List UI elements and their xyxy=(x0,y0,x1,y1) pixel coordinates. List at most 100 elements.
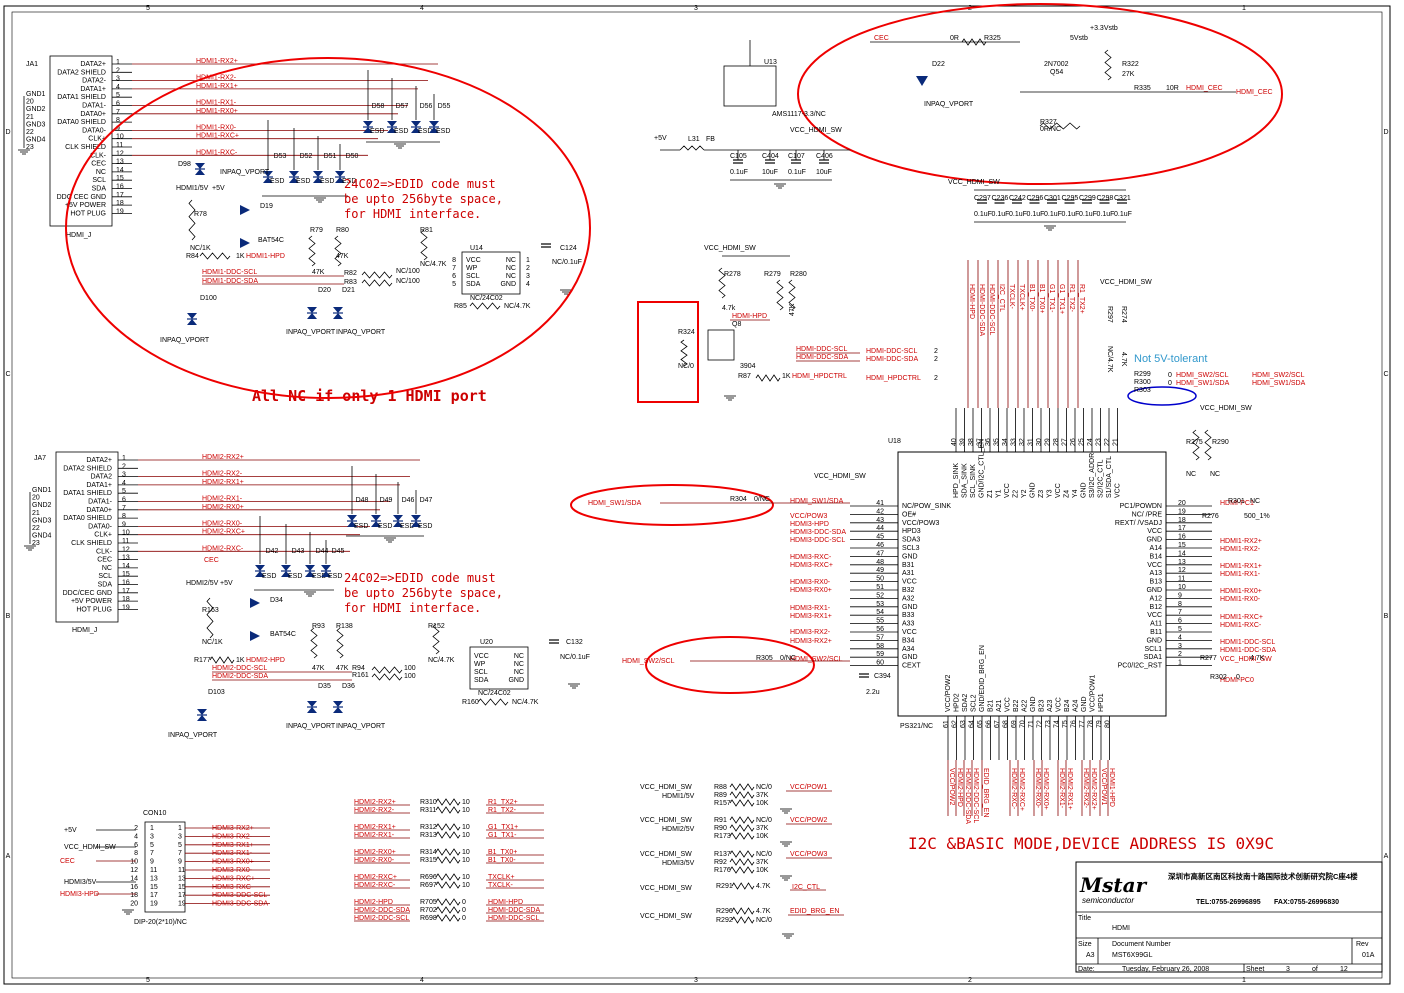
esd-ref: D47 xyxy=(420,497,433,504)
sheet-label: Sheet xyxy=(1246,966,1264,973)
hpdctrl-port: HDMI_HPDCTRL xyxy=(866,375,921,382)
r277-value: 4.7K xyxy=(1250,655,1265,662)
rtable-ref: R310 xyxy=(420,799,437,806)
c394-ref: C394 xyxy=(874,673,891,680)
u18-pin-label: A14 xyxy=(1150,545,1163,552)
u18-pin-label: GND xyxy=(1146,537,1162,544)
r78-value: NC/1K xyxy=(190,245,211,252)
d21-ref: D21 xyxy=(342,287,355,294)
connector-pin-label: DATA2- xyxy=(82,78,107,85)
connector-gnd-label: GND2 xyxy=(32,502,52,509)
powsel-ref: R92 xyxy=(714,859,727,866)
connector-pin-label: CLK SHIELD xyxy=(71,540,112,547)
u18-pin-label: VCC xyxy=(1147,562,1162,569)
r177-value: 1K xyxy=(236,657,245,664)
esd-ref: D56 xyxy=(420,103,433,110)
d100-ref: D100 xyxy=(200,295,217,302)
esd-diode-icon xyxy=(263,177,273,183)
diode-icon xyxy=(250,598,260,608)
esd-ref: D44 xyxy=(316,548,329,555)
u18-top-net: B1_TX0+ xyxy=(1038,284,1045,313)
connector-pin-number: 17 xyxy=(116,192,124,199)
vcc-hdmi-sw-label: VCC_HDMI_SW xyxy=(640,885,692,892)
esd-ref: D43 xyxy=(292,548,305,555)
rtable-in: HDMI2-RXC- xyxy=(354,882,396,889)
r290-value: NC xyxy=(1210,471,1220,478)
u18-pin-number: 28 xyxy=(1053,438,1060,446)
con10-pin-number: 1 xyxy=(150,825,154,832)
connector-gnd-label: 20 xyxy=(26,99,34,106)
u18-pin-number: 25 xyxy=(1079,438,1086,446)
docnum-label: Document Number xyxy=(1112,941,1171,948)
con10-pin-number: 12 xyxy=(130,867,138,874)
connector-pin-label: NC xyxy=(102,565,112,572)
sw1sda-port: HDMI_SW1/SDA xyxy=(588,500,642,507)
esd-diode-icon xyxy=(411,127,421,133)
u18-pin-label: GND/I2C_CTL_EN xyxy=(979,439,986,498)
esd-diode-icon xyxy=(289,177,299,183)
connector-pin-label: DATA2+ xyxy=(80,61,106,68)
r81-value: NC/4.7K xyxy=(420,261,447,268)
r301-ref: R301 xyxy=(1228,498,1245,505)
u18-left-net: HDMI_SW2/SCL xyxy=(790,656,843,663)
esd-label: ESD xyxy=(288,573,302,580)
u18-pin-number: 33 xyxy=(1011,438,1018,446)
port1-highlight-ellipse xyxy=(65,57,591,399)
hdmi-ddc-scl-port: HDMI-DDC-SCL xyxy=(866,348,917,355)
net-label: HDMI2-RXC+ xyxy=(202,529,245,536)
u18-pin-label: NC/ /PRE xyxy=(1132,511,1163,518)
esd-diode-icon xyxy=(197,715,207,721)
u18-pin-label: Y2 xyxy=(1021,489,1028,498)
hdmi-hpd-net: HDMI-HPD xyxy=(732,313,767,320)
u18-pin-label: S3/I2C_ADDR xyxy=(1089,453,1096,498)
u18-pin-label: GND xyxy=(902,553,918,560)
powsel-in2: HDMI3/5V xyxy=(662,860,695,867)
r299-ref: R299 xyxy=(1134,371,1151,378)
u18-top-net: G1_TX1+ xyxy=(1058,284,1065,314)
frame-col-bottom: 4 xyxy=(420,977,424,984)
con10-pin-number: 13 xyxy=(178,875,186,882)
con10-pin-number: 5 xyxy=(178,842,182,849)
title-block: Mstar semiconductor 深圳市高新区南区科技南十路国际技术创新研… xyxy=(1075,861,1383,973)
u18-pin-label: B12 xyxy=(1150,604,1163,611)
u18-left-net: HDMI3-RX2- xyxy=(790,629,831,636)
u18-top-net: I2C_CTL xyxy=(998,284,1005,312)
u18-bottom-net: HDMI2-DDC-SDA xyxy=(964,768,971,824)
u18-pin-label: SCL2 xyxy=(971,694,978,712)
r305-ref: R305 xyxy=(756,655,773,662)
connector-pin-number: 16 xyxy=(122,580,130,587)
rev-value: 01A xyxy=(1362,952,1375,959)
connector-pin-number: 5 xyxy=(122,488,126,495)
edid-note-2: 24C02=>EDID code must be upto 256byte sp… xyxy=(344,571,503,615)
u18-pin-number: 26 xyxy=(1070,438,1077,446)
u18-pin-number: 53 xyxy=(876,601,884,608)
connector-pin-label: CLK SHIELD xyxy=(65,144,106,151)
r274-ref: R274 xyxy=(1120,306,1127,323)
u18-pin-label: SCL_SINK xyxy=(970,464,977,498)
connector-gnd-label: 21 xyxy=(26,114,34,121)
q8-value: 3904 xyxy=(740,363,756,370)
u18-pin-label: Z2 xyxy=(1013,490,1020,498)
u18-pin-number: 31 xyxy=(1028,438,1035,446)
net-label: HDMI2-RX0+ xyxy=(202,504,244,511)
u18-pin-label: GND xyxy=(902,604,918,611)
esd-diode-icon xyxy=(313,171,323,177)
u18-pin-number: 16 xyxy=(1178,534,1186,541)
hdmi2-hpd-net: HDMI2-HPD xyxy=(246,657,285,664)
d22-ref: D22 xyxy=(932,61,945,68)
esd-diode-icon xyxy=(307,313,317,319)
resistor-symbol xyxy=(729,824,755,832)
cec-net: CEC xyxy=(204,557,219,564)
r94-value: 100 xyxy=(404,665,416,672)
r322-ref: R322 xyxy=(1122,61,1139,68)
connector-pin-number: 13 xyxy=(122,555,130,562)
l31-ref: L31 xyxy=(688,136,700,143)
u14-pin-number: 5 xyxy=(452,281,456,288)
rtable-value: 10 xyxy=(462,882,470,889)
net-label: HDMI1-RXC- xyxy=(196,149,238,156)
r324-ref: R324 xyxy=(678,329,695,336)
u18-pin-number: 44 xyxy=(876,525,884,532)
rtable-ref: R696 xyxy=(420,874,437,881)
